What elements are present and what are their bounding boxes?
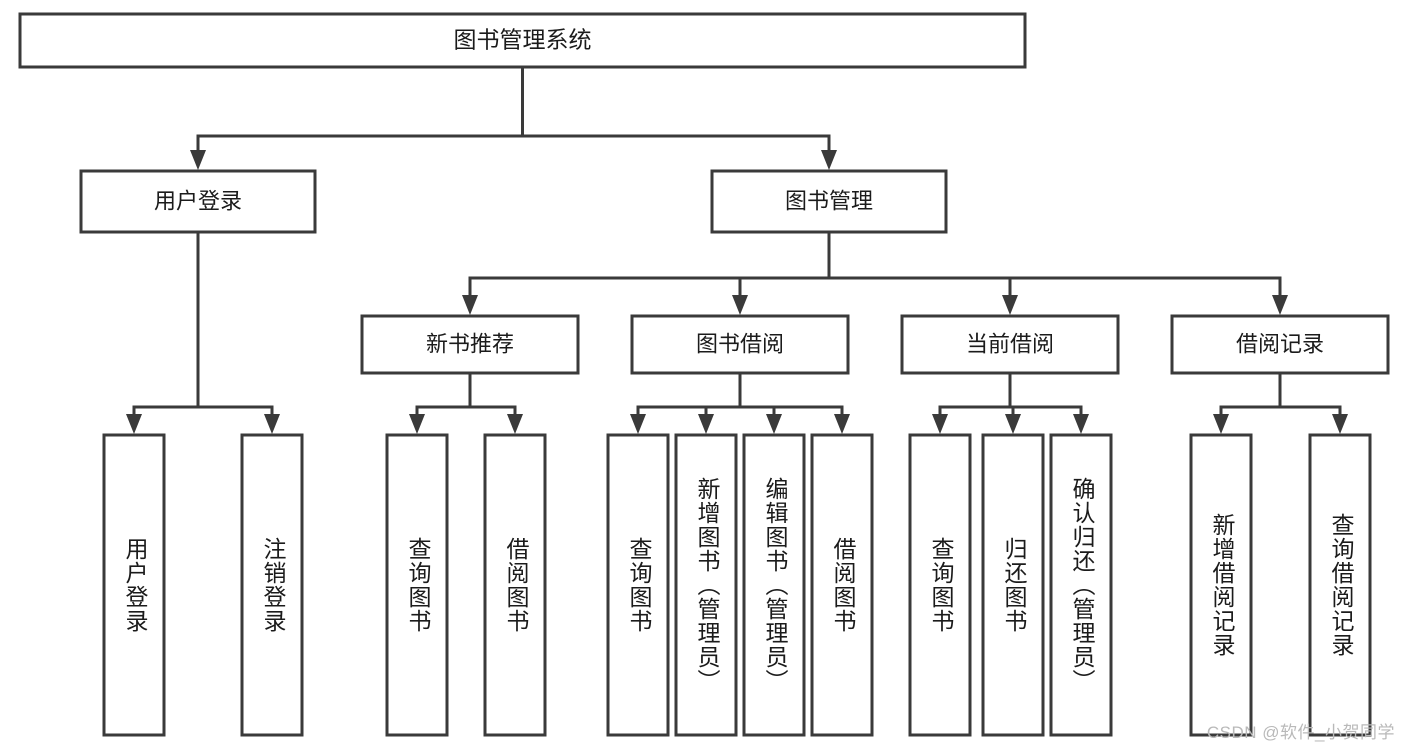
node-box-leaf-edit-book-admin[interactable]	[742, 433, 806, 737]
arrow-head-icon	[409, 414, 425, 434]
arrow-head-icon	[190, 150, 206, 170]
node-box-leaf-query-borrow-record[interactable]	[1308, 433, 1372, 737]
arrow-head-icon	[821, 150, 837, 170]
arrow-head-icon	[766, 414, 782, 434]
node-box-leaf-query-book-2[interactable]	[606, 433, 670, 737]
node-label-root: 图书管理系统	[454, 27, 592, 53]
node-box-user-login[interactable]	[79, 169, 317, 234]
node-box-leaf-logout-login[interactable]	[240, 433, 304, 737]
node-label-user-login: 用户登录	[154, 188, 242, 213]
node-label-borrow-record: 借阅记录	[1236, 331, 1324, 356]
arrow-head-icon	[1073, 414, 1089, 434]
node-box-leaf-add-book-admin[interactable]	[674, 433, 738, 737]
arrow-head-icon	[126, 414, 142, 434]
node-box-leaf-query-book-1[interactable]	[385, 433, 449, 737]
node-box-root[interactable]	[18, 12, 1027, 69]
node-label-book-manage: 图书管理	[785, 188, 873, 213]
node-label-book-borrow: 图书借阅	[696, 331, 784, 356]
node-box-leaf-borrow-book-2[interactable]	[810, 433, 874, 737]
connector-layer	[126, 65, 1348, 434]
node-box-leaf-confirm-return[interactable]	[1049, 433, 1113, 737]
arrow-head-icon	[630, 414, 646, 434]
node-box-leaf-query-book-3[interactable]	[908, 433, 972, 737]
node-box-layer	[18, 12, 1390, 737]
node-box-leaf-borrow-book-1[interactable]	[483, 433, 547, 737]
arrow-head-icon	[264, 414, 280, 434]
node-box-current-borrow[interactable]	[900, 314, 1120, 375]
arrow-head-icon	[932, 414, 948, 434]
arrow-head-icon	[507, 414, 523, 434]
node-box-leaf-return-book[interactable]	[981, 433, 1045, 737]
node-box-book-borrow[interactable]	[630, 314, 850, 375]
node-box-borrow-record[interactable]	[1170, 314, 1390, 375]
arrow-head-icon	[462, 295, 478, 315]
node-box-leaf-user-login[interactable]	[102, 433, 166, 737]
node-box-book-manage[interactable]	[710, 169, 948, 234]
node-box-leaf-add-borrow-record[interactable]	[1189, 433, 1253, 737]
node-label-new-book-recommend: 新书推荐	[426, 331, 514, 356]
arrow-head-icon	[698, 414, 714, 434]
arrow-head-icon	[1005, 414, 1021, 434]
arrow-head-icon	[834, 414, 850, 434]
node-label-current-borrow: 当前借阅	[966, 331, 1054, 356]
arrow-head-icon	[1272, 295, 1288, 315]
arrow-head-icon	[1332, 414, 1348, 434]
node-box-new-book-recommend[interactable]	[360, 314, 580, 375]
arrow-head-icon	[1213, 414, 1229, 434]
arrow-head-icon	[732, 295, 748, 315]
arrow-head-icon	[1002, 295, 1018, 315]
csdn-watermark: CSDN @软件_小贺同学	[1206, 723, 1395, 742]
